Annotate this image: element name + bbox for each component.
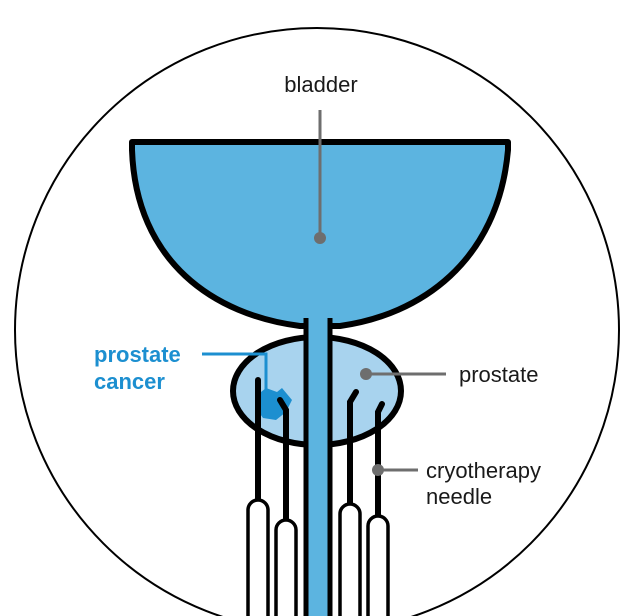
cryotherapy-label-line1: cryotherapy — [426, 458, 541, 483]
prostate-cancer-label-line2: cancer — [94, 369, 165, 394]
prostate-leader-dot — [360, 368, 372, 380]
needle-leader-dot — [372, 464, 384, 476]
cryotherapy-label-line2: needle — [426, 484, 492, 509]
prostate-label: prostate — [459, 362, 539, 387]
bladder-label: bladder — [284, 72, 357, 97]
prostate-cancer-label-line1: prostate — [94, 342, 181, 367]
bladder-leader-dot — [314, 232, 326, 244]
urethra — [308, 318, 328, 616]
